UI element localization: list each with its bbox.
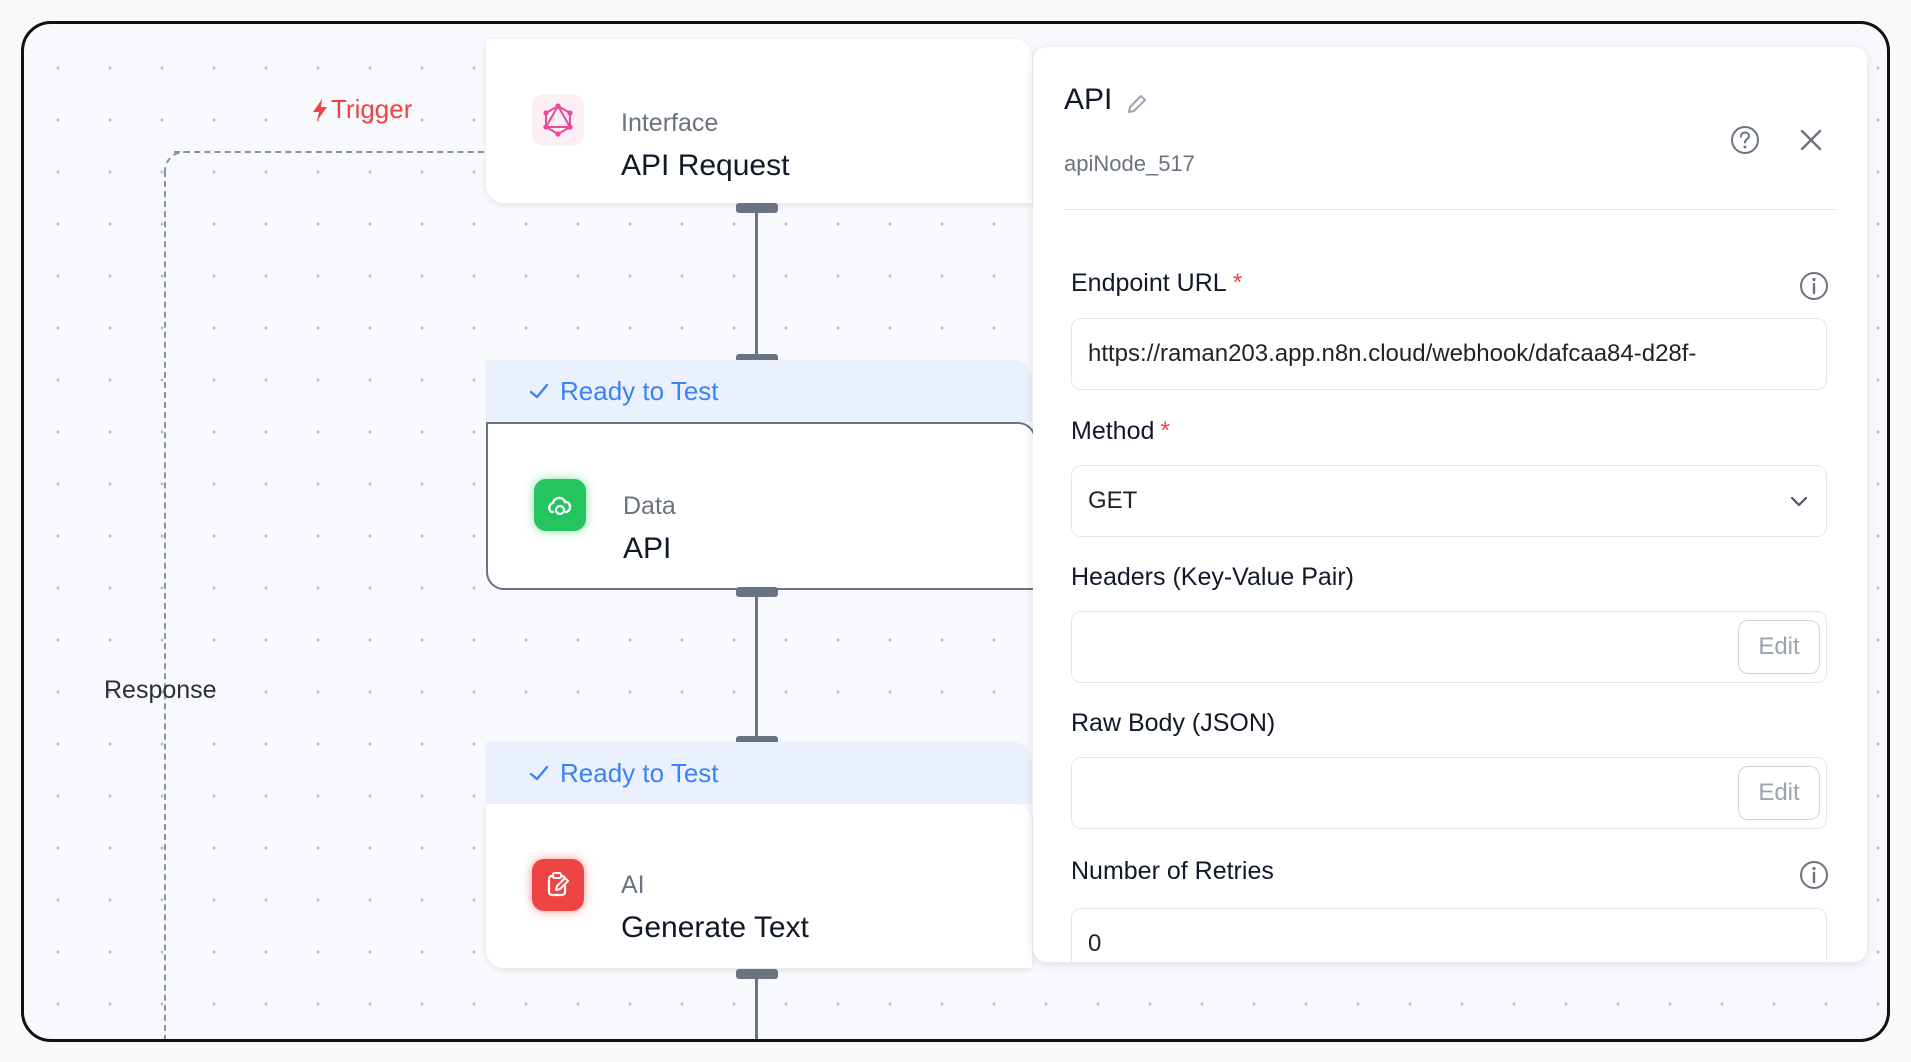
chevron-down-icon [1790, 496, 1808, 507]
edit-headers-button[interactable]: Edit [1738, 620, 1820, 674]
help-icon[interactable] [1729, 124, 1761, 156]
node-api-request[interactable]: Interface API Request [486, 39, 1032, 203]
input-handle[interactable] [736, 736, 778, 746]
output-handle[interactable] [736, 203, 778, 213]
workflow-canvas[interactable]: Trigger Response Interface API Request R… [21, 21, 1890, 1042]
close-icon[interactable] [1797, 126, 1825, 154]
graphql-icon [532, 94, 584, 146]
node-api[interactable]: Data API [486, 422, 1036, 590]
response-edge-horizontal [174, 151, 504, 153]
node-generate-text[interactable]: AI Generate Text [486, 804, 1032, 968]
output-handle[interactable] [736, 587, 778, 597]
node-category: AI [621, 871, 645, 899]
checkmark-icon [529, 383, 549, 399]
node-config-panel: API apiNode_517 Endpoint URL* Method* [1033, 47, 1867, 962]
node-title: API [623, 532, 672, 565]
raw-body-field[interactable]: Edit [1071, 757, 1827, 829]
connector-edge [755, 209, 758, 369]
response-edge-label: Response [104, 676, 217, 704]
info-icon[interactable] [1798, 270, 1830, 302]
headers-field[interactable]: Edit [1071, 611, 1827, 683]
trigger-label: Trigger [311, 94, 412, 125]
response-edge-vertical [164, 171, 166, 1039]
endpoint-url-input[interactable] [1071, 318, 1827, 390]
pencil-icon[interactable] [1124, 91, 1150, 117]
node-category: Interface [621, 109, 719, 137]
node-title: Generate Text [621, 911, 809, 944]
node-category: Data [623, 492, 676, 520]
edit-note-icon [532, 859, 584, 911]
retries-input[interactable] [1071, 908, 1827, 962]
retries-label: Number of Retries [1071, 857, 1274, 885]
status-badge: Ready to Test [486, 360, 1032, 422]
lightning-icon [313, 98, 327, 121]
endpoint-url-label: Endpoint URL* [1071, 269, 1243, 297]
checkmark-icon [529, 765, 549, 781]
response-edge-corner [164, 151, 188, 175]
output-handle[interactable] [736, 969, 778, 979]
headers-label: Headers (Key-Value Pair) [1071, 563, 1354, 591]
info-icon[interactable] [1798, 859, 1830, 891]
status-badge: Ready to Test [486, 742, 1032, 804]
input-handle[interactable] [736, 354, 778, 364]
method-select[interactable]: GET [1071, 465, 1827, 537]
panel-node-id: apiNode_517 [1064, 151, 1195, 176]
panel-title: API [1064, 83, 1113, 116]
panel-divider [1064, 209, 1836, 210]
edit-raw-body-button[interactable]: Edit [1738, 766, 1820, 820]
connector-edge [755, 975, 758, 1039]
node-title: API Request [621, 149, 790, 182]
connector-edge [755, 593, 758, 753]
cloud-sync-icon [534, 479, 586, 531]
raw-body-label: Raw Body (JSON) [1071, 709, 1276, 737]
method-label: Method* [1071, 417, 1171, 445]
